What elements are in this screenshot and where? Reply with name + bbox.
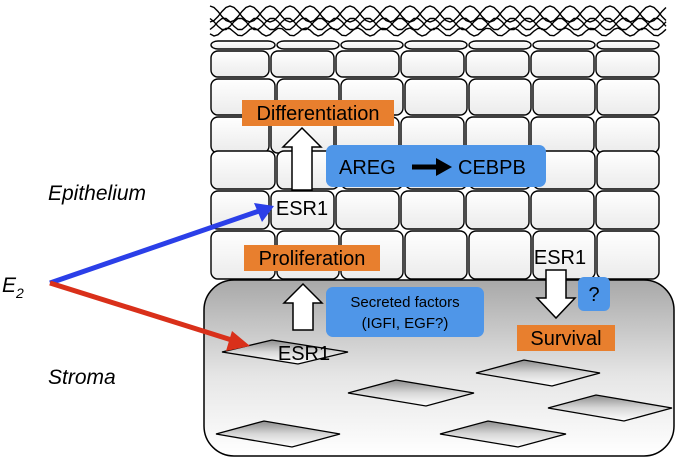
e2-to-stroma-arrowhead [226,331,250,351]
epithelial-cell [465,190,530,230]
secreted-factors-box [326,287,484,337]
epithelial-cell [596,150,660,190]
cebpb-label: CEBPB [458,157,526,179]
basement-membrane-fiber [209,17,667,31]
epithelial-cell [276,40,340,50]
basement-membrane-fiber [209,5,667,23]
proliferation-box [244,245,380,271]
epithelial-cell [210,50,270,78]
stromal-cell [221,339,349,365]
epithelial-cell [532,78,596,116]
stromal-cell [475,359,601,387]
e2-to-stroma-arrow [49,280,239,345]
epithelial-cell [404,78,468,116]
epithelial-cell [468,78,532,116]
secreted-factors-line2: (IGFI, EGF?) [362,315,449,332]
epithelial-cell [596,78,660,116]
differentiation-label: Differentiation [256,103,379,125]
stroma-label: Stroma [48,366,116,389]
proliferation-label: Proliferation [259,248,366,270]
survival-label: Survival [530,328,601,350]
epithelial-cell [404,40,468,50]
epithelial-cell [595,190,660,230]
areg-label: AREG [339,157,396,179]
epithelial-cell [530,50,595,78]
epithelial-cell [595,50,660,78]
stromal-cell [547,394,673,422]
epithelial-cell [595,116,660,154]
esr1-survival-label: ESR1 [534,247,586,269]
epithelial-cell-layers [210,40,660,280]
epithelial-cell [468,230,532,280]
basement-membrane-fiber [209,17,667,31]
stromal-cell [215,420,341,448]
epithelial-cell [465,50,530,78]
basement-membrane-fiber [209,27,667,37]
areg-to-cebpb-arrowhead [436,158,452,176]
epithelial-cell [596,40,660,50]
stroma-to-proliferation-arrow [282,282,324,331]
differentiation-box [242,100,394,126]
epithelial-cell [532,40,596,50]
epithelial-cell [210,40,276,50]
esr1-epithelium-label: ESR1 [276,198,328,220]
esr1-stroma-label: ESR1 [278,343,330,365]
stromal-cell [439,420,567,448]
estradiol-label: E2 [2,274,24,301]
esr1-to-survival-arrow [535,269,577,320]
stromal-cells [215,339,673,448]
stromal-cell [347,379,475,407]
secreted-factors-line1: Secreted factors [350,294,459,311]
epithelial-cell [530,190,595,230]
basement-membrane-fiber [209,5,667,23]
epithelial-cell [210,150,276,190]
epithelial-cell [270,50,335,78]
e2-to-epithelium-arrow [49,207,263,286]
unknown-factor-label: ? [588,284,599,306]
epithelial-cell [404,230,468,280]
epithelium-label: Epithelium [48,182,146,205]
epithelial-cell [335,190,400,230]
epithelial-cell [400,190,465,230]
e2-to-epithelium-arrowhead [254,203,274,222]
epithelial-cell [596,230,660,280]
epithelial-cell [335,50,400,78]
stroma-region [203,279,675,457]
basement-membrane [209,5,667,37]
unknown-factor-box [578,277,610,311]
epithelial-cell [400,50,465,78]
survival-box [517,325,615,351]
epithelial-cell [468,40,532,50]
epithelial-cell [340,40,404,50]
esr1-to-differentiation-arrow [281,126,323,191]
